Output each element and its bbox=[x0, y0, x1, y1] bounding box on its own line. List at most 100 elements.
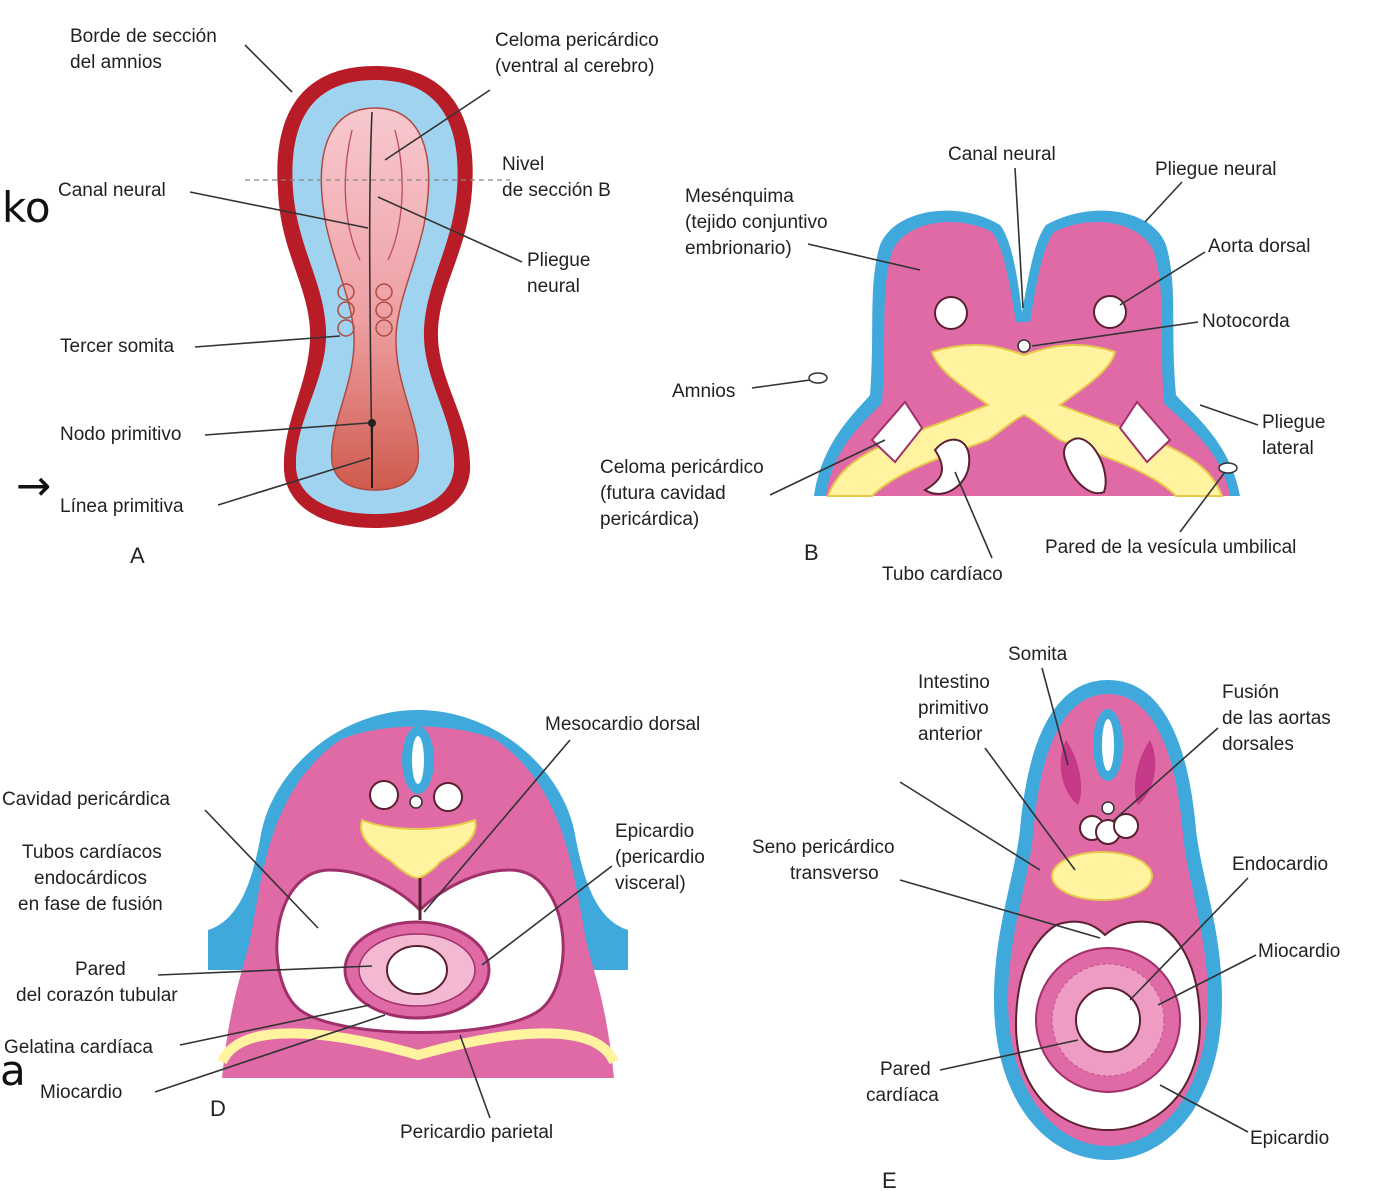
amnion-cut-left bbox=[808, 372, 828, 384]
label-tubos-3: en fase de fusión bbox=[18, 894, 163, 915]
pericardial-coelom-right bbox=[1118, 400, 1172, 464]
heart-tube-d-lumen bbox=[386, 945, 448, 995]
neural-groove bbox=[368, 111, 373, 471]
label-amnios: Amnios bbox=[672, 381, 735, 402]
leader-fusion bbox=[1111, 727, 1219, 823]
leader-amnios bbox=[751, 379, 811, 389]
leader-endocardio bbox=[1129, 877, 1249, 1001]
leader-pliegue-lateral bbox=[1199, 404, 1259, 426]
umbilical-vesicle-cut bbox=[1218, 462, 1238, 474]
label-celoma-1: Celoma pericárdico bbox=[495, 30, 659, 51]
leader-pliegue bbox=[377, 196, 523, 263]
leader-seno-upper bbox=[899, 781, 1041, 871]
label-endocardio: Endocardio bbox=[1232, 854, 1328, 875]
label-intestino-2: primitivo bbox=[918, 698, 989, 719]
label-epicardio-1: Epicardio bbox=[615, 821, 694, 842]
label-tubo-cardiaco: Tubo cardíaco bbox=[882, 564, 1003, 585]
notochord-b bbox=[1017, 339, 1031, 353]
neural-fold-left bbox=[344, 129, 361, 261]
label-celoma-b-1: Celoma pericárdico bbox=[600, 457, 764, 478]
label-fusion-2: de las aortas bbox=[1222, 708, 1331, 729]
dorsal-aorta-left bbox=[934, 296, 968, 330]
dorsal-aorta-d-right bbox=[433, 782, 463, 812]
label-pared-tubular-1: Pared bbox=[75, 959, 126, 980]
label-gelatina: Gelatina cardíaca bbox=[4, 1037, 153, 1058]
dorsal-aorta-right bbox=[1093, 295, 1127, 329]
leader-somita-e bbox=[1041, 667, 1069, 766]
leader-epicardio-e bbox=[1159, 1084, 1249, 1133]
label-nodo-primitivo: Nodo primitivo bbox=[60, 424, 181, 445]
leader-miocardio-e bbox=[1157, 954, 1257, 1006]
label-pliegue-neural-b: Pliegue neural bbox=[1155, 159, 1276, 180]
label-epicardio-2: (pericardio bbox=[615, 847, 705, 868]
label-pared-vesicula: Pared de la vesícula umbilical bbox=[1045, 537, 1296, 558]
leader-seno bbox=[899, 879, 1101, 939]
label-cavidad-pericardica: Cavidad pericárdica bbox=[2, 789, 170, 810]
somites-left bbox=[337, 283, 355, 337]
label-pared-cardiaca-2: cardíaca bbox=[866, 1085, 939, 1106]
neural-fold-right bbox=[387, 129, 403, 261]
label-canal-neural: Canal neural bbox=[58, 180, 166, 201]
leader-borde bbox=[244, 44, 293, 93]
label-pliegue-1: Pliegue bbox=[527, 250, 590, 271]
label-borde-1: Borde de sección bbox=[70, 26, 217, 47]
leader-canal-neural-b bbox=[1014, 167, 1024, 309]
panel-d-transverse-section: Mesocardio dorsal Cavidad pericárdica Ep… bbox=[2, 710, 705, 1143]
label-pliegue-2: neural bbox=[527, 276, 580, 297]
notochord-e bbox=[1101, 801, 1115, 815]
label-epicardio-3: visceral) bbox=[615, 873, 686, 894]
label-celoma-2: (ventral al cerebro) bbox=[495, 56, 654, 77]
notochord-d bbox=[409, 795, 423, 809]
panel-letter-e: E bbox=[882, 1168, 897, 1191]
leader-cavidad-pericardica bbox=[204, 809, 319, 929]
foregut-e bbox=[1051, 851, 1153, 901]
label-borde-2: del amnios bbox=[70, 52, 162, 73]
leader-pericardio-parietal bbox=[459, 1034, 491, 1119]
label-seno-1: Seno pericárdico bbox=[752, 837, 895, 858]
leader-tercer-somita bbox=[194, 335, 341, 348]
label-tubos-1: Tubos cardíacos bbox=[22, 842, 162, 863]
stray-text-a: a bbox=[0, 1046, 26, 1095]
label-fusion-3: dorsales bbox=[1222, 734, 1294, 755]
leader-canal-neural bbox=[189, 191, 369, 229]
label-intestino-1: Intestino bbox=[918, 672, 990, 693]
label-canal-neural-b: Canal neural bbox=[948, 144, 1056, 165]
leader-aorta-dorsal bbox=[1119, 251, 1206, 306]
label-celoma-b-2: (futura cavidad bbox=[600, 483, 726, 504]
foregut-d bbox=[360, 818, 477, 880]
pericardial-coelom-left bbox=[870, 400, 924, 464]
label-tercer-somita: Tercer somita bbox=[60, 336, 174, 357]
label-mesenquima-3: embrionario) bbox=[685, 238, 792, 259]
leader-pared-tubular bbox=[157, 965, 373, 976]
yolk-endoderm-d bbox=[217, 1028, 619, 1065]
leader-epicardio bbox=[481, 865, 613, 966]
somites-right bbox=[375, 283, 393, 337]
label-mesenquima-1: Mesénquima bbox=[685, 186, 794, 207]
dorsal-aorta-d-left bbox=[369, 780, 399, 810]
leader-miocardio-d bbox=[154, 1014, 386, 1093]
neural-canal-d bbox=[412, 736, 424, 784]
label-pared-tubular-2: del corazón tubular bbox=[16, 985, 178, 1006]
label-fusion-1: Fusión bbox=[1222, 682, 1279, 703]
panel-letter-b: B bbox=[804, 540, 819, 565]
leader-nodo-primitivo bbox=[204, 422, 369, 436]
label-miocardio-d: Miocardio bbox=[40, 1082, 122, 1103]
leader-tubo-cardiaco bbox=[954, 471, 993, 559]
label-pliegue-lateral-1: Pliegue bbox=[1262, 412, 1325, 433]
label-pared-cardiaca-1: Pared bbox=[880, 1059, 931, 1080]
arrow-icon: → bbox=[16, 461, 51, 510]
label-aorta-dorsal: Aorta dorsal bbox=[1208, 236, 1310, 257]
stray-text-ko: ko bbox=[2, 183, 51, 232]
label-celoma-b-3: pericárdica) bbox=[600, 509, 699, 530]
leader-gelatina bbox=[179, 1004, 371, 1046]
endocardium-e bbox=[1075, 987, 1141, 1053]
leader-pliegue-neural-b bbox=[1144, 181, 1183, 223]
leader-celoma-b bbox=[769, 439, 886, 496]
panel-letter-d: D bbox=[210, 1096, 226, 1121]
leader-mesenquima bbox=[807, 243, 921, 271]
label-miocardio-e: Miocardio bbox=[1258, 941, 1340, 962]
leader-pared-cardiaca bbox=[939, 1039, 1079, 1071]
fused-dorsal-aortae bbox=[1079, 813, 1139, 845]
